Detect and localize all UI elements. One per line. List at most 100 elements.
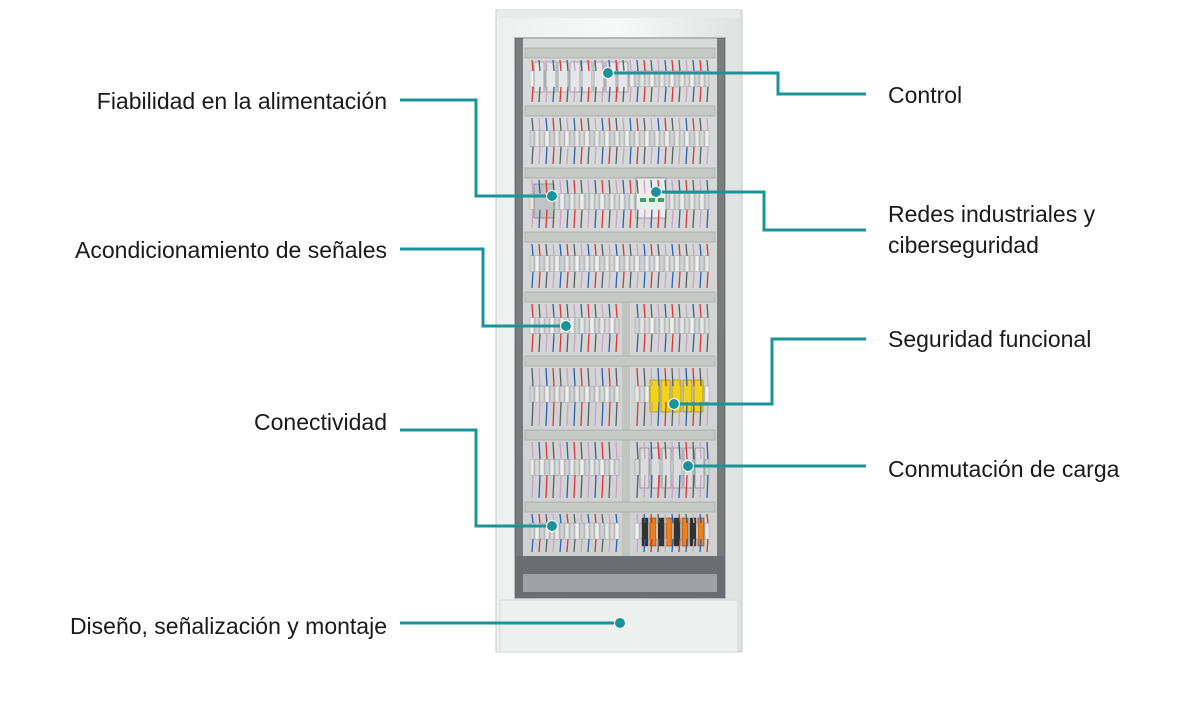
terminal-block [614, 255, 620, 273]
terminal-block [539, 255, 545, 273]
terminal-block [549, 255, 555, 273]
terminal-block [604, 385, 610, 403]
wire [622, 271, 625, 289]
wire [552, 539, 555, 553]
cabinet-top-bar [498, 10, 740, 18]
wire [699, 333, 702, 353]
wire [643, 513, 646, 524]
terminal-block [699, 317, 705, 334]
wire [706, 303, 709, 318]
terminal-block [609, 385, 615, 403]
wire [650, 402, 653, 427]
wire [671, 209, 674, 229]
wire [685, 59, 688, 71]
wire [671, 333, 674, 353]
plc-module [581, 61, 593, 93]
wire [692, 86, 695, 103]
terminal-block [529, 385, 535, 403]
load-switch-module [650, 447, 661, 489]
wire [692, 209, 695, 229]
wire [615, 117, 618, 131]
wire [566, 367, 569, 387]
terminal-block [584, 459, 590, 476]
wire [706, 271, 709, 289]
wire [545, 367, 548, 387]
wire [573, 117, 576, 131]
wire [608, 475, 611, 499]
wire [622, 86, 625, 103]
cable-duct-2 [524, 105, 716, 117]
wire [685, 441, 688, 460]
wire [601, 513, 604, 524]
wire [573, 86, 576, 103]
wire [573, 539, 576, 553]
terminal-block [549, 459, 555, 476]
terminal-block [569, 459, 575, 476]
wire [545, 209, 548, 229]
terminal-block [534, 385, 540, 403]
wire [629, 59, 632, 71]
wire [699, 513, 702, 524]
safety-relay-module [649, 379, 660, 413]
wire [608, 209, 611, 229]
terminal-block [649, 255, 655, 273]
terminal-block [689, 70, 695, 88]
terminal-block [569, 522, 575, 540]
wire [531, 475, 534, 499]
wire [580, 333, 583, 353]
wire [552, 117, 555, 131]
terminal-block [594, 522, 600, 540]
status-led [649, 198, 655, 202]
wire [622, 179, 625, 194]
terminal-block [529, 522, 535, 540]
terminal-block [599, 459, 605, 476]
wire [678, 243, 681, 256]
terminal-block [599, 130, 605, 147]
wire [657, 303, 660, 318]
wire [566, 209, 569, 229]
wire [706, 441, 709, 460]
wire [566, 333, 569, 353]
wire [538, 179, 541, 194]
wire [538, 539, 541, 553]
wire [580, 117, 583, 131]
terminal-block [599, 385, 605, 403]
terminal-block [639, 317, 645, 334]
terminal-block [529, 459, 535, 476]
wire [643, 441, 646, 460]
terminal-block [674, 193, 680, 210]
wire [692, 59, 695, 71]
terminal-block [609, 317, 615, 334]
terminal-block [564, 193, 570, 210]
wire [615, 539, 618, 553]
wire [692, 475, 695, 499]
terminal-block [579, 522, 585, 540]
wire [594, 179, 597, 194]
terminal-block [534, 255, 540, 273]
terminal-block [609, 522, 615, 540]
terminal-block [694, 317, 700, 334]
wire [531, 146, 534, 165]
wire [629, 146, 632, 165]
wire [587, 333, 590, 353]
wire [601, 179, 604, 194]
wire [608, 117, 611, 131]
terminal-block [664, 255, 670, 273]
wire [566, 117, 569, 131]
wire [636, 117, 639, 131]
wire [699, 303, 702, 318]
wire [531, 367, 534, 387]
terminal-block [569, 385, 575, 403]
wire [573, 243, 576, 256]
cable-duct-3 [524, 167, 716, 179]
terminal-block [634, 385, 640, 403]
wire [608, 402, 611, 427]
wire [552, 402, 555, 427]
wire [615, 86, 618, 103]
cable-duct-4 [524, 231, 716, 243]
wire [559, 367, 562, 387]
terminal-block [639, 130, 645, 147]
wire [664, 117, 667, 131]
wire [566, 513, 569, 524]
wire [692, 117, 695, 131]
